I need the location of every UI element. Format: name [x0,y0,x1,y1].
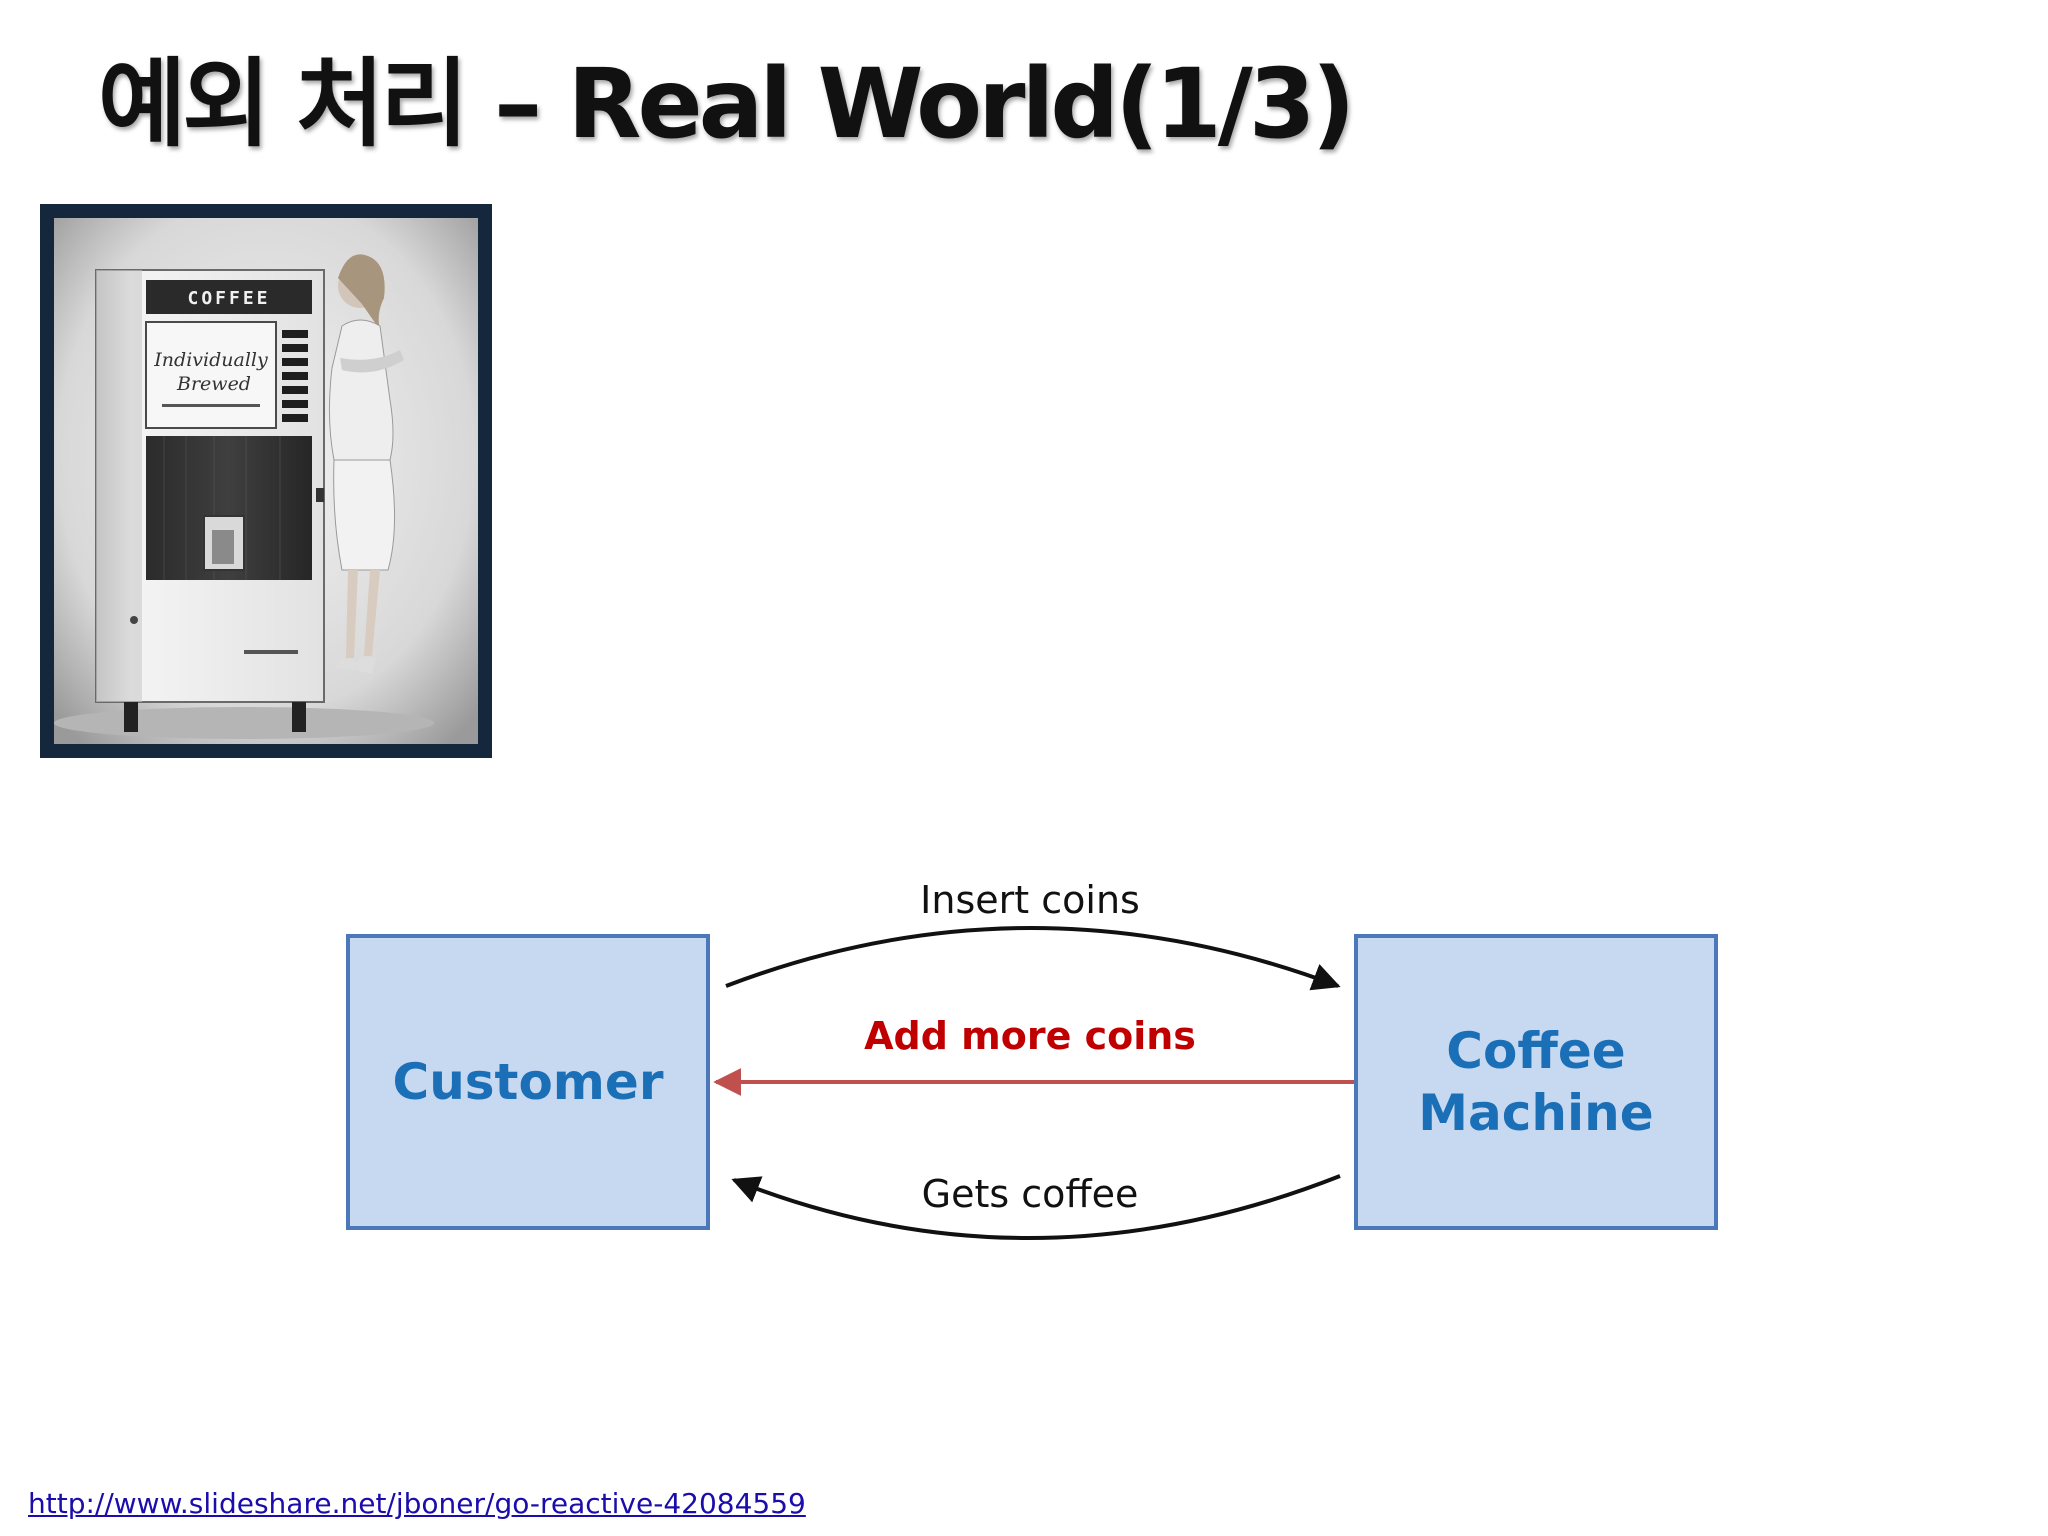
coffee-vending-machine-photo: COFFEE Individually Brewed [40,204,492,758]
vending-sign-text: COFFEE [187,288,270,309]
insert-coins-arrow [725,926,1341,991]
source-link[interactable]: http://www.slideshare.net/jboner/go-reac… [28,1487,806,1520]
coffee-machine-label: Coffee Machine [1418,1022,1654,1142]
coffee-machine-box: Coffee Machine [1354,934,1718,1230]
vending-machine-illustration: COFFEE Individually Brewed [54,218,478,744]
insert-coins-label: Insert coins [920,878,1140,922]
slide-title: 예외 처리 – Real World(1/3) [98,48,1355,160]
customer-label: Customer [392,1053,664,1111]
customer-box: Customer [346,934,710,1230]
add-more-coins-label: Add more coins [864,1014,1196,1058]
panel-line-2: Brewed [176,373,251,395]
gets-coffee-label: Gets coffee [921,1172,1139,1216]
panel-line-1: Individually [153,349,268,371]
